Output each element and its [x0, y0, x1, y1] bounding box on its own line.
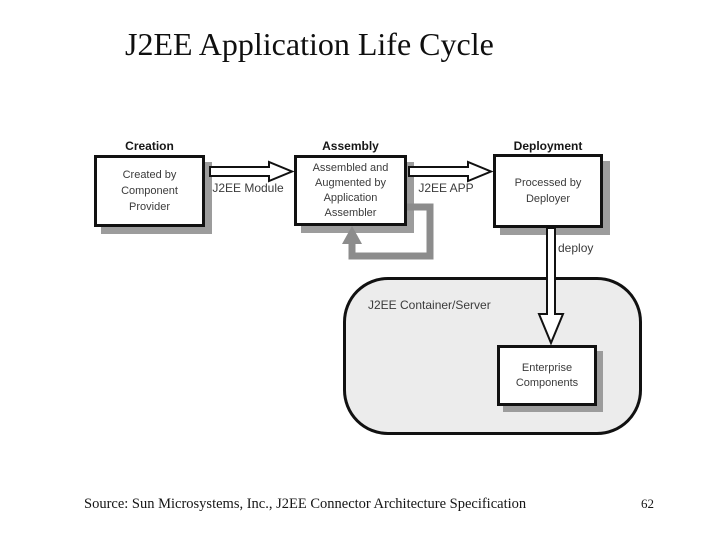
stage-label-assembly: Assembly [322, 139, 379, 153]
deploy-arrow-label: deploy [558, 241, 594, 255]
assembly-box: Assembled and Augmented by Application A… [294, 155, 407, 226]
assembly-to-deployment-arrow [408, 160, 494, 183]
deployment-box: Processed by Deployer [493, 154, 603, 228]
j2ee-container-label: J2EE Container/Server [368, 298, 491, 312]
j2ee-app-arrow-label: J2EE APP [418, 181, 474, 195]
footer-source-text: Source: Sun Microsystems, Inc., J2EE Con… [84, 496, 527, 512]
creation-box: Created by Component Provider [94, 155, 205, 227]
enterprise-components-box: Enterprise Components [497, 345, 597, 406]
stage-label-deployment: Deployment [513, 139, 583, 153]
page-number: 62 [641, 496, 654, 511]
stage-label-creation: Creation [125, 139, 174, 153]
j2ee-module-arrow-label: J2EE Module [212, 181, 284, 195]
slide-title: J2EE Application Life Cycle [125, 26, 494, 62]
creation-to-assembly-arrow [209, 160, 295, 183]
assembly-feedback-loop-arrowhead [342, 226, 362, 244]
